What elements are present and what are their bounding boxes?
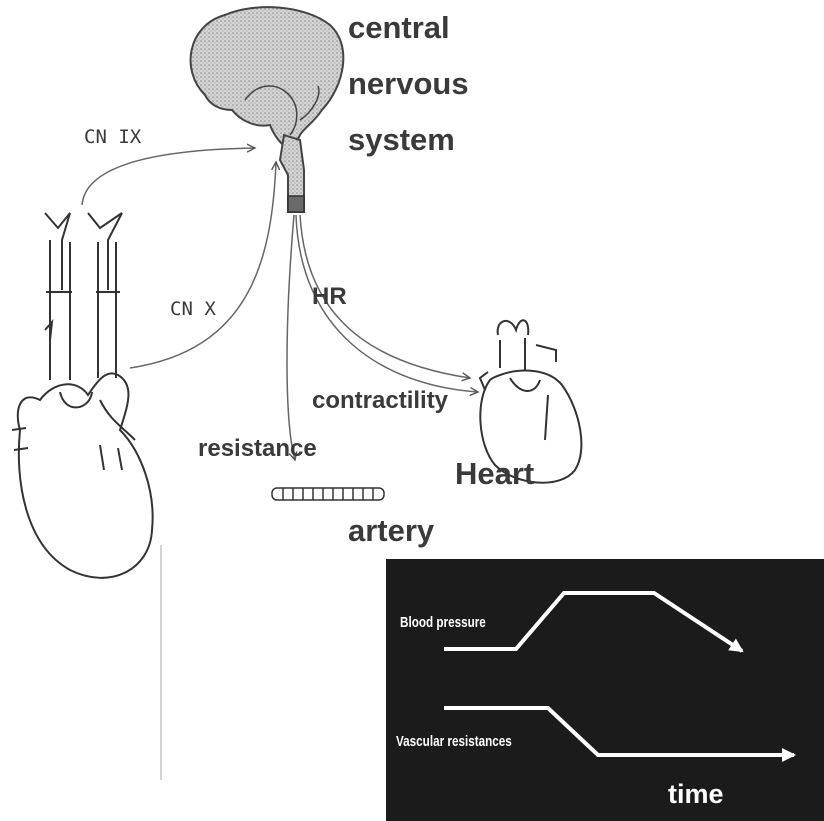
artery-icon: [272, 488, 384, 500]
cn-ix-nerve: [82, 148, 255, 205]
blood-pressure-trace: [444, 593, 742, 651]
contractility-label: contractility: [312, 387, 448, 415]
cn-x-nerve: [130, 162, 276, 368]
resistance-pathway: [287, 215, 295, 460]
response-graph-panel: Blood pressure Vascular resistances time: [386, 559, 824, 821]
cn-x-label: CN X: [170, 298, 216, 320]
brain-icon: [191, 7, 344, 212]
cns-label-line2: nervous: [348, 66, 469, 102]
hr-label: HR: [312, 283, 347, 311]
heart-with-carotids-icon: [12, 213, 153, 578]
cn-ix-label: CN IX: [84, 126, 141, 148]
heart-label: Heart: [455, 456, 534, 492]
cns-label-line1: central: [348, 10, 450, 46]
time-label: time: [668, 779, 724, 810]
response-graph-lines: [386, 559, 824, 821]
vascular-resistances-label: Vascular resistances: [396, 733, 512, 750]
artery-label: artery: [348, 513, 434, 549]
resistance-label: resistance: [198, 435, 317, 463]
cns-label-line3: system: [348, 122, 455, 158]
blood-pressure-label: Blood pressure: [400, 614, 486, 631]
